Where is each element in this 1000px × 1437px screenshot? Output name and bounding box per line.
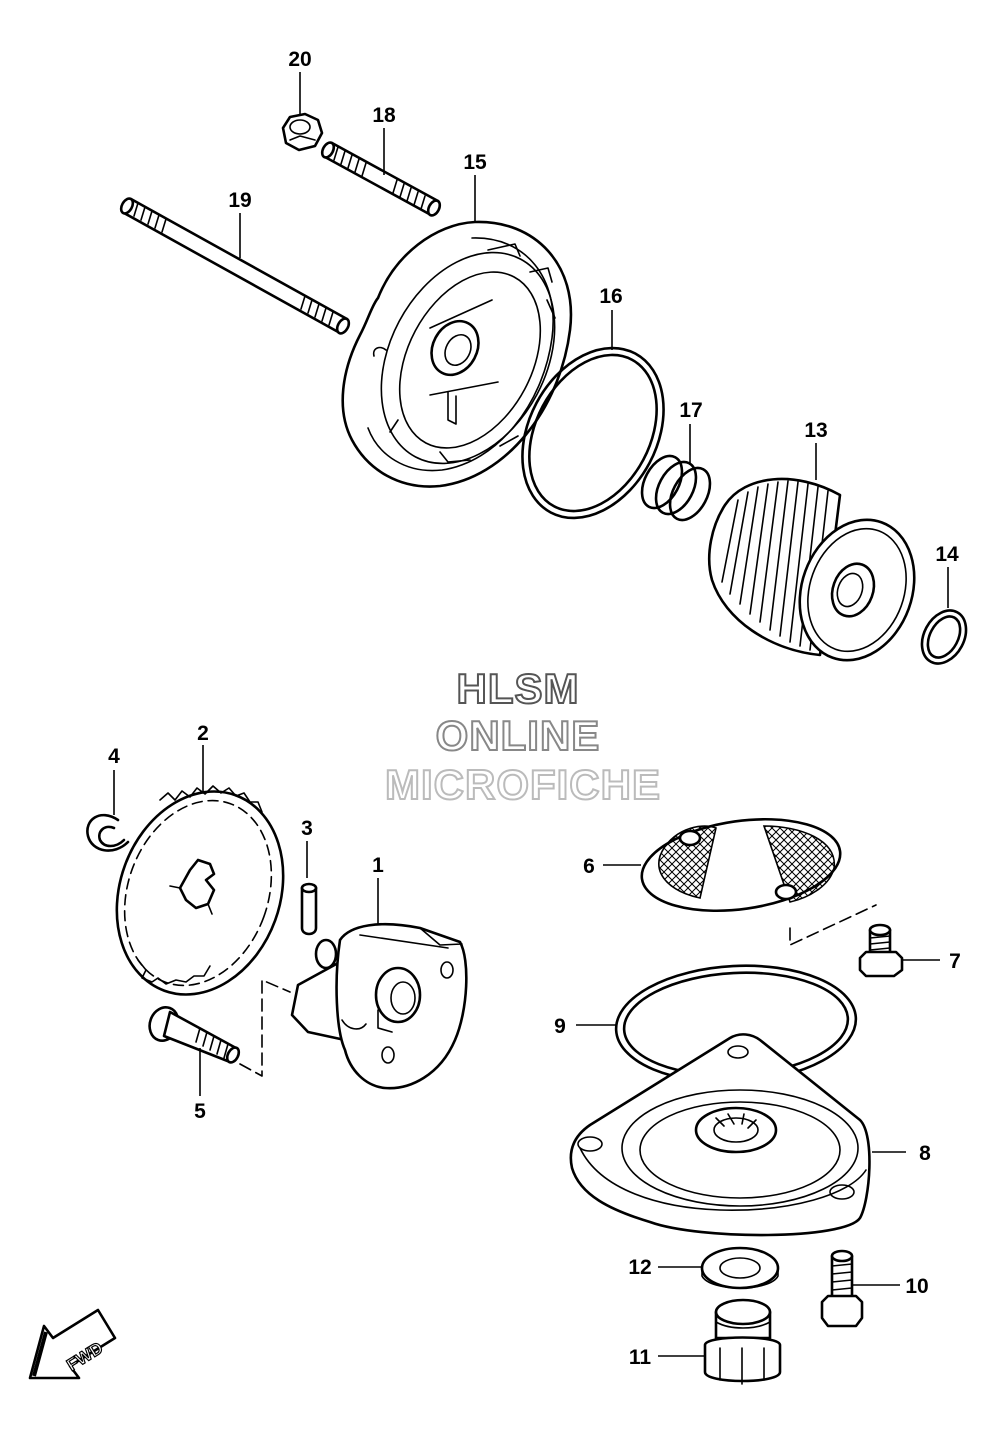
dashed-guide-bolt (239, 979, 291, 1077)
callout-3: 3 (301, 817, 313, 840)
callout-20: 20 (288, 48, 311, 71)
part-8-oil-pan (569, 1033, 906, 1237)
callout-2: 2 (197, 722, 209, 745)
callout-13: 13 (804, 419, 827, 442)
part-3-pin (300, 841, 318, 936)
callout-4: 4 (108, 745, 120, 768)
part-2-driven-gear (115, 745, 285, 996)
part-16-o-ring (521, 310, 665, 520)
part-4-circlip (86, 770, 130, 852)
callout-7: 7 (949, 950, 961, 973)
dashed-guide-strainer (789, 904, 877, 946)
callout-5: 5 (194, 1100, 206, 1123)
part-13-oil-filter (708, 443, 916, 662)
part-14-o-ring (920, 567, 968, 665)
part-7-bolt (858, 923, 940, 978)
callout-6: 6 (583, 855, 595, 878)
part-1-oil-pump (290, 878, 468, 1090)
callout-14: 14 (935, 543, 959, 566)
fwd-direction-badge: FWD (28, 1308, 117, 1380)
callout-16: 16 (599, 285, 622, 308)
callout-10: 10 (905, 1275, 928, 1298)
callout-8: 8 (919, 1142, 931, 1165)
part-12-washer (658, 1246, 780, 1290)
part-10-bolt (820, 1249, 900, 1328)
arrow-down-left-icon (28, 1308, 117, 1380)
part-17-spring (640, 424, 712, 522)
part-19-stud (119, 197, 351, 335)
callout-18: 18 (372, 104, 396, 127)
callout-17: 17 (679, 399, 702, 422)
part-15-filter-cover (341, 175, 573, 488)
watermark-line-1: HLSM (457, 665, 580, 712)
watermark-line-3: MICROFICHE (385, 761, 661, 808)
part-11-plug (658, 1298, 782, 1385)
part-5-bolt (148, 1006, 241, 1096)
part-6-oil-strainer (603, 817, 842, 913)
part-20-nut (281, 72, 324, 152)
callout-1: 1 (372, 854, 384, 877)
callout-9: 9 (554, 1015, 566, 1038)
part-18-stud (320, 128, 442, 217)
watermark-line-2: ONLINE (436, 712, 601, 759)
callout-19: 19 (228, 189, 251, 212)
callout-15: 15 (463, 151, 487, 174)
callout-11: 11 (629, 1346, 652, 1369)
callout-12: 12 (628, 1256, 651, 1279)
watermark: HLSM ONLINE MICROFICHE (384, 664, 661, 809)
